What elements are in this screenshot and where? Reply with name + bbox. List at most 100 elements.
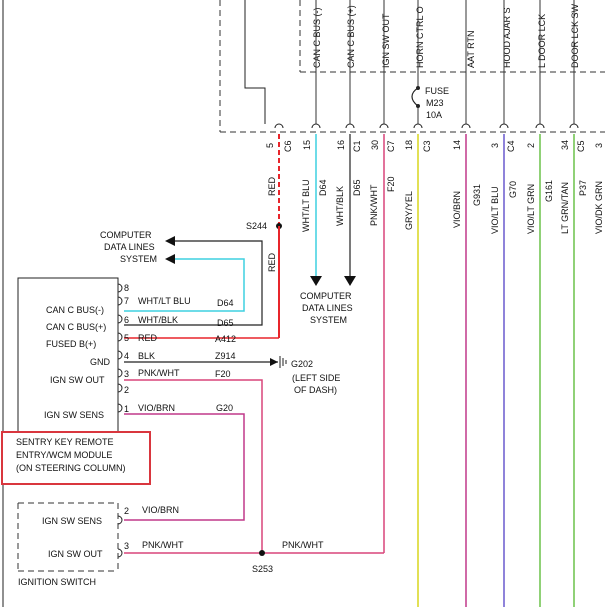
ground-location-2: OF DASH) xyxy=(294,385,337,395)
wire-color-pnk-wht: PNK/WHT xyxy=(369,184,379,226)
ignition-pin-3: 3 xyxy=(124,541,129,551)
data-lines-mid-1: COMPUTER xyxy=(300,291,352,301)
data-lines-left-2: DATA LINES xyxy=(104,242,155,252)
ignition-label-ign-sw-sens: IGN SW SENS xyxy=(42,516,102,526)
top-label-can-c-bus-pos: CAN C BUS (+) xyxy=(346,5,356,68)
module-circuit-d65: D65 xyxy=(217,318,234,328)
pin-c7: C7 xyxy=(386,140,396,152)
ignition-pin-2: 2 xyxy=(124,506,129,516)
internal-wire xyxy=(244,0,266,124)
pin-34: 34 xyxy=(560,140,570,150)
wire-circuit-g931: G931 xyxy=(472,184,482,206)
pin-c5: C5 xyxy=(576,140,586,152)
pin-15: 15 xyxy=(302,140,312,150)
wire-color-wht-blk: WHT/BLK xyxy=(335,186,345,226)
pin-c6: C6 xyxy=(283,140,293,152)
top-label-hood-ajar: HOOD AJAR S xyxy=(502,7,512,68)
top-label-horn-ctrl: HORN CTRL O xyxy=(415,6,425,68)
splice-s244: S244 xyxy=(246,221,267,231)
module-pin-1: 1 xyxy=(124,404,129,414)
pin-c4: C4 xyxy=(506,140,516,152)
pin-3b: 3 xyxy=(594,143,604,148)
module-pin-8: 8 xyxy=(124,283,129,293)
wire-circuit-d64: D64 xyxy=(318,179,328,196)
pin-16: 16 xyxy=(336,140,346,150)
module-label-ign-sw-out: IGN SW OUT xyxy=(50,375,105,385)
module-label-fused-b: FUSED B(+) xyxy=(46,339,96,349)
module-pin-7: 7 xyxy=(124,296,129,306)
wire-red-vertical-label: RED xyxy=(267,252,277,272)
module-pin-6: 6 xyxy=(124,315,129,325)
wire-color-gry-yel: GRY/YEL xyxy=(404,191,414,230)
pin-30: 30 xyxy=(370,140,380,150)
module-wire-color-5: RED xyxy=(138,333,158,343)
top-connector-labels: CAN C BUS (-) CAN C BUS (+) IGN SW OUT H… xyxy=(312,3,580,68)
top-label-ign-sw-out: IGN SW OUT xyxy=(381,13,391,68)
module-title-highlight xyxy=(1,431,151,485)
module-label-can-c-neg: CAN C BUS(-) xyxy=(46,305,104,315)
splice-s253: S253 xyxy=(252,564,273,574)
ignition-right-wire-color: PNK/WHT xyxy=(282,540,324,550)
ground-id: G202 xyxy=(291,359,313,369)
wire-color-red: RED xyxy=(267,176,277,196)
pin-2: 2 xyxy=(526,143,536,148)
wire-circuit-d65: D65 xyxy=(352,179,362,196)
module-wire-color-1: VIO/BRN xyxy=(138,403,175,413)
module-pin-4: 4 xyxy=(124,351,129,361)
wire-color-vio-brn: VIO/BRN xyxy=(452,191,462,228)
pin-numbers: 5 C6 15 16 C1 30 C7 18 C3 14 3 C4 2 34 C… xyxy=(265,140,604,152)
ground-g202: G202 (LEFT SIDE OF DASH) xyxy=(270,356,340,395)
top-connector xyxy=(219,0,605,133)
arrows-down xyxy=(310,276,356,286)
data-lines-mid-2: DATA LINES xyxy=(302,303,353,313)
wire-color-lt-grn-tan: LT GRN/TAN xyxy=(560,182,570,234)
module-title-3: (ON STEERING COLUMN) xyxy=(16,463,126,473)
wire-circuit-f20: F20 xyxy=(386,176,396,192)
ignition-title: IGNITION SWITCH xyxy=(18,577,96,587)
fuse-label: FUSE xyxy=(425,86,449,96)
module-label-gnd: GND xyxy=(90,357,111,367)
splice-s253-dot xyxy=(259,550,265,556)
ignition-pin-brackets xyxy=(117,515,123,558)
module-pin-2: 2 xyxy=(124,385,129,395)
pin-18: 18 xyxy=(404,140,414,150)
data-lines-left-3: SYSTEM xyxy=(120,254,157,264)
module-circuit-g20: G20 xyxy=(216,403,233,413)
wire-cyan-data-line xyxy=(124,258,245,312)
wire-black-data-line xyxy=(124,240,263,326)
ignition-wire-color-3: PNK/WHT xyxy=(142,540,184,550)
connector-internal-lines xyxy=(315,0,575,124)
module-label-ign-sw-sens: IGN SW SENS xyxy=(44,410,104,420)
wire-vio-brn-sens xyxy=(124,413,245,521)
data-lines-left-1: COMPUTER xyxy=(100,230,152,240)
wire-color-vio-lt-blu: VIO/LT BLU xyxy=(490,186,500,234)
wire-circuit-g161: G161 xyxy=(544,180,554,202)
ignition-label-ign-sw-out: IGN SW OUT xyxy=(48,549,103,559)
pin-14: 14 xyxy=(452,140,462,150)
wire-circuit-p37: P37 xyxy=(578,180,588,196)
fuse-rating: 10A xyxy=(426,110,442,120)
ignition-switch-body xyxy=(17,502,119,572)
top-label-can-c-bus-neg: CAN C BUS (-) xyxy=(312,7,322,68)
ground-location-1: (LEFT SIDE xyxy=(292,373,340,383)
pin-brackets xyxy=(274,123,579,129)
fuse-m23: FUSE M23 10A xyxy=(411,86,449,120)
arrow-left-2 xyxy=(165,254,175,264)
module-circuit-z914: Z914 xyxy=(215,351,236,361)
wire-color-vio-lt-grn: VIO/LT GRN xyxy=(526,184,536,234)
ignition-wire-color-2: VIO/BRN xyxy=(142,505,179,515)
colored-wires xyxy=(278,134,575,607)
module-wire-color-3: PNK/WHT xyxy=(138,368,180,378)
wire-circuit-g70: G70 xyxy=(508,181,518,198)
module-wire-color-4: BLK xyxy=(138,351,155,361)
module-pin-3: 3 xyxy=(124,369,129,379)
module-wire-color-7: WHT/LT BLU xyxy=(138,296,191,306)
module-label-can-c-pos: CAN C BUS(+) xyxy=(46,322,106,332)
module-title-1: SENTRY KEY REMOTE xyxy=(16,437,114,447)
fuse-id: M23 xyxy=(426,98,444,108)
top-label-door-lck-sw: DOOR LCK SW xyxy=(570,3,580,68)
pin-5: 5 xyxy=(265,143,275,148)
module-circuit-f20: F20 xyxy=(215,369,231,379)
arrow-left-1 xyxy=(165,236,175,246)
